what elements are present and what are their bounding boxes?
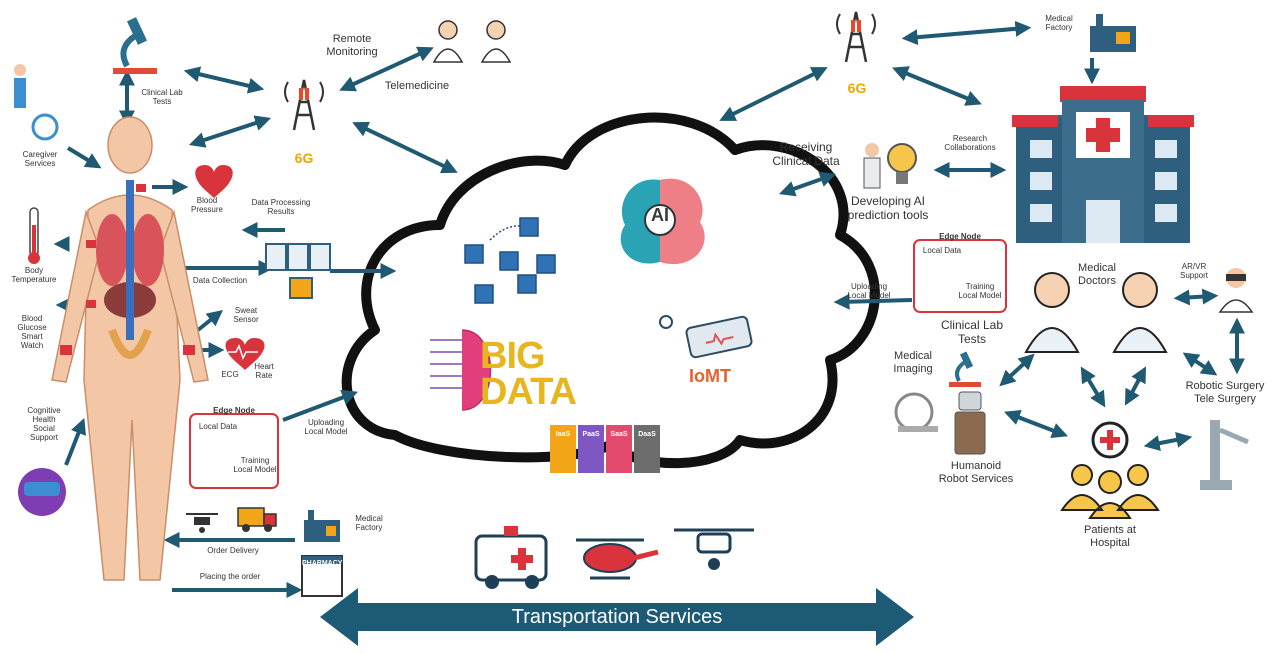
local-data-label-left: Local Data — [198, 422, 238, 431]
sweat-sensor-label: Sweat Sensor — [233, 306, 259, 324]
robotic-surgery-label: Robotic Surgery Tele Surgery — [1185, 380, 1265, 405]
connector-arrows — [53, 20, 1245, 598]
heart-rate-label: Heart Rate — [254, 362, 274, 380]
doctor-icon — [432, 20, 464, 63]
ai-label: AI — [651, 205, 669, 225]
blood-pressure-label: Blood Pressure — [190, 196, 223, 214]
saas-label: SaaS — [610, 431, 628, 438]
transportation-arrow — [320, 588, 914, 646]
big-data-label: BIG DATA — [480, 335, 577, 413]
humanoid-robot-icon — [954, 391, 986, 455]
daas-label: DaaS — [638, 431, 656, 438]
iaas-label: IaaS — [555, 431, 571, 438]
local-data-label-right: Local Data — [922, 246, 962, 255]
ar-vr-doctor-icon — [1218, 268, 1254, 313]
helicopter-icon — [576, 538, 659, 580]
medical-factory-top-label: Medical Factory — [1045, 14, 1073, 32]
microscope-icon — [949, 351, 981, 387]
heart-rate-icon — [225, 338, 265, 370]
daas-tile — [634, 425, 660, 473]
developing-ai-label: Developing AI prediction tools — [847, 194, 929, 222]
medical-factory-bottom-label: Medical Factory — [355, 514, 383, 532]
placing-order-label: Placing the order — [199, 572, 261, 581]
edge-node-box-left — [189, 413, 279, 489]
microscope-icon — [113, 17, 157, 74]
sixg-label-left: 6G — [294, 150, 314, 166]
training-local-model-label-left: Training Local Model — [233, 456, 277, 474]
data-processing-label: Data Processing Results — [251, 198, 311, 216]
iomt-label: IoMT — [689, 366, 731, 386]
truck-icon — [237, 507, 277, 532]
cell-tower-icon — [284, 79, 324, 131]
ar-vr-support-label: AR/VR Support — [1179, 262, 1209, 280]
doctor-icon — [1112, 272, 1168, 353]
blood-glucose-label: Blood Glucose Smart Watch — [17, 314, 47, 350]
iaas-tile — [550, 425, 576, 473]
ecg-label: ECG — [221, 370, 239, 379]
ai-brain-icon — [620, 178, 705, 265]
factory-icon — [1090, 14, 1136, 52]
remote-monitoring-label: Remote Monitoring — [326, 33, 378, 58]
receiving-clinical-data-label: Receiving Clinical Data — [772, 140, 840, 168]
blood-pressure-icon — [195, 165, 233, 198]
medical-doctors-label: Medical Doctors — [1078, 262, 1116, 287]
research-collaborations-label: Research Collaborations — [944, 134, 996, 152]
medical-imaging-icon — [894, 392, 938, 432]
caregiver-services-label: Caregiver Services — [22, 150, 58, 168]
paas-tile — [578, 425, 604, 473]
factory-icon — [304, 510, 340, 542]
uploading-local-model-label-right: Uploading Local Model — [847, 282, 891, 300]
medical-imaging-label: Medical Imaging — [893, 350, 933, 375]
drone-icon — [186, 513, 218, 533]
saas-tile — [606, 425, 632, 473]
pharmacy-icon — [301, 555, 343, 597]
cloud-shape — [341, 112, 880, 469]
patients-hospital-label: Patients at Hospital — [1084, 524, 1136, 549]
ai-developer-icon — [863, 143, 917, 189]
edge-node-box-right — [913, 239, 1007, 313]
body-temperature-label: Body Temperature — [11, 266, 57, 284]
blockchain-icon — [464, 217, 556, 304]
iomt-device-icon — [659, 315, 753, 359]
caregiver-icon — [14, 64, 59, 141]
humanoid-robot-label: Humanoid Robot Services — [938, 460, 1014, 485]
data-collection-label: Data Collection — [192, 276, 248, 285]
cell-tower-icon — [836, 11, 876, 63]
patients-icon — [1060, 421, 1160, 519]
thermometer-icon — [28, 207, 40, 264]
training-local-model-label-right: Training Local Model — [958, 282, 1002, 300]
cognitive-health-label: Cognitive Health Social Support — [27, 406, 61, 442]
data-processing-icon — [265, 243, 331, 299]
edge-node-label-left: Edge Node — [213, 406, 255, 415]
uploading-local-model-label-left: Uploading Local Model — [304, 418, 348, 436]
human-body-icon — [51, 116, 209, 581]
doctor-icon — [1024, 272, 1080, 353]
clinical-lab-tests-right-label: Clinical Lab Tests — [940, 318, 1004, 346]
robotic-surgery-icon — [1200, 420, 1249, 490]
paas-label: PaaS — [582, 431, 600, 438]
pharmacy-label: PHARMACY — [302, 560, 343, 567]
vr-headset-icon — [18, 468, 66, 516]
edge-node-label-right: Edge Node — [939, 232, 981, 241]
hospital-icon — [1012, 86, 1194, 243]
sixg-label-right: 6G — [847, 80, 867, 96]
drone-icon — [674, 528, 754, 570]
telemedicine-label: Telemedicine — [384, 80, 450, 92]
bigdata-icon — [430, 329, 492, 411]
ambulance-icon — [474, 526, 548, 589]
transportation-services-label: Transportation Services — [511, 606, 723, 628]
clinical-lab-tests-label: Clinical Lab Tests — [141, 88, 183, 106]
order-delivery-label: Order Delivery — [207, 546, 259, 555]
doctor-icon — [480, 20, 512, 63]
